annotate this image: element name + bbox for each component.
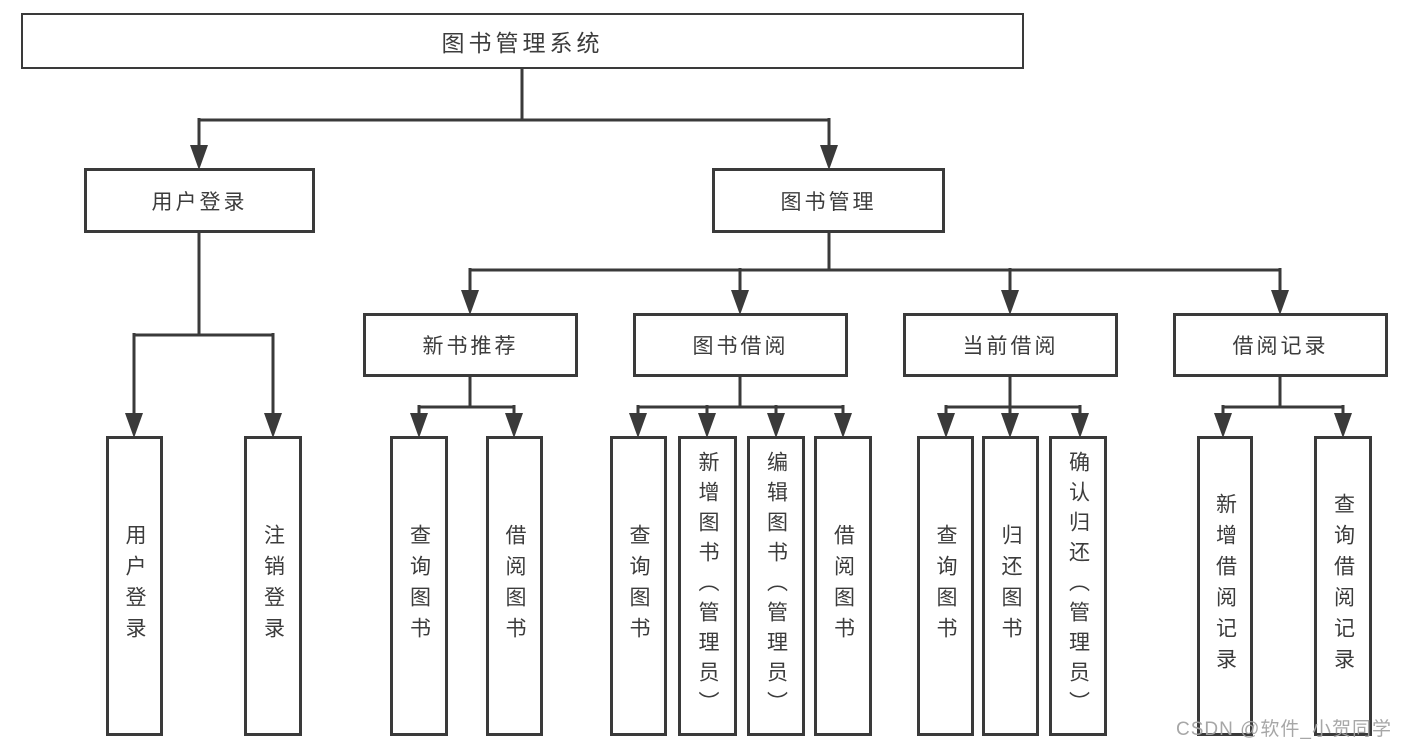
leaf-logout: 注销登录 [244,436,302,736]
group-borrow-records: 借阅记录 [1173,313,1388,377]
leaf-cb-query-books: 查询图书 [917,436,974,736]
group-current-borrow: 当前借阅 [903,313,1118,377]
leaf-bb-borrow-books: 借阅图书 [814,436,872,736]
connector-root-branch [190,69,838,170]
connector-user-login-branch [125,233,282,438]
leaf-cb-return-books-label: 归还图书 [999,524,1023,648]
group-book-borrow: 图书借阅 [633,313,848,377]
group-borrow-records-label: 借阅记录 [1232,335,1329,358]
leaf-nbr-borrow-books: 借阅图书 [486,436,543,736]
leaf-bb-edit-book-admin-label: 编辑图书（管理员） [764,451,788,721]
leaf-bb-query-books: 查询图书 [610,436,667,736]
leaf-nbr-borrow-books-label: 借阅图书 [503,524,527,648]
connector-book-borrow-branch [629,377,852,438]
connector-book-management-branch [461,233,1289,315]
leaf-nbr-query-books: 查询图书 [390,436,448,736]
leaf-br-add-record-label: 新增借阅记录 [1213,493,1237,679]
leaf-cb-confirm-return-admin-label: 确认归还（管理员） [1066,451,1090,721]
leaf-bb-add-book-admin-label: 新增图书（管理员） [696,451,720,721]
group-new-book-recommend: 新书推荐 [363,313,578,377]
connector-new-book-recommend-branch [410,377,523,438]
leaf-nbr-query-books-label: 查询图书 [407,524,431,648]
connector-borrow-records-branch [1214,377,1352,438]
leaf-cb-query-books-label: 查询图书 [934,524,958,648]
leaf-bb-edit-book-admin: 编辑图书（管理员） [747,436,805,736]
connector-current-borrow-branch [937,377,1089,438]
leaf-cb-return-books: 归还图书 [982,436,1039,736]
leaf-logout-label: 注销登录 [261,524,285,648]
node-user-login: 用户登录 [84,168,315,233]
group-new-book-recommend-label: 新书推荐 [422,335,519,358]
watermark: CSDN @软件_小贺同学 [1176,719,1392,740]
node-book-management: 图书管理 [712,168,945,233]
leaf-bb-add-book-admin: 新增图书（管理员） [678,436,737,736]
node-root: 图书管理系统 [21,13,1024,69]
leaf-br-add-record: 新增借阅记录 [1197,436,1253,736]
leaf-bb-query-books-label: 查询图书 [627,524,651,648]
leaf-bb-borrow-books-label: 借阅图书 [831,524,855,648]
node-user-login-label: 用户登录 [151,190,248,214]
group-current-borrow-label: 当前借阅 [962,335,1059,358]
node-root-label: 图书管理系统 [441,30,604,56]
group-book-borrow-label: 图书借阅 [692,335,789,358]
leaf-cb-confirm-return-admin: 确认归还（管理员） [1049,436,1107,736]
node-book-management-label: 图书管理 [780,190,877,214]
leaf-user-login: 用户登录 [106,436,163,736]
leaf-br-query-record: 查询借阅记录 [1314,436,1372,736]
leaf-user-login-label: 用户登录 [123,524,147,648]
leaf-br-query-record-label: 查询借阅记录 [1331,493,1355,679]
